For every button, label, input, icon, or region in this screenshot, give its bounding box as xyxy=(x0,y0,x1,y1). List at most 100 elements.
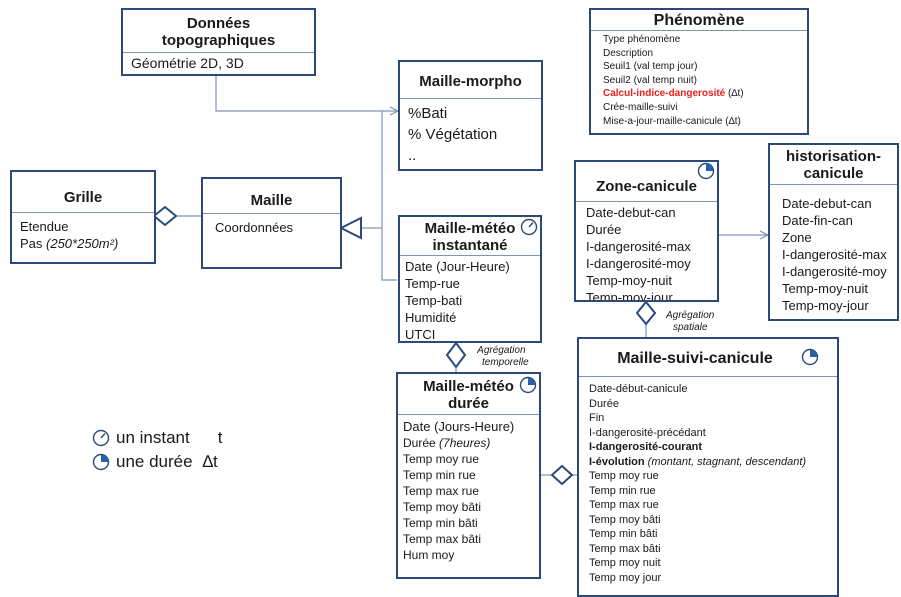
attr-i-evolution-label: I-évolution xyxy=(589,455,645,468)
legend-instant-symbol: t xyxy=(217,428,223,447)
duration-clock-icon xyxy=(801,348,819,366)
attr-temp-max-rue: Temp max rue xyxy=(589,499,659,511)
note-line1: Agrégation xyxy=(477,345,526,356)
attr-temp-moy-bati: Temp moy bâti xyxy=(403,500,482,514)
attr-temp-min-bati: Temp min bâti xyxy=(589,528,658,540)
box-title-line1: Maille-météo xyxy=(423,378,514,395)
attr-i-evolution-values: (montant, stagnant, descendant) xyxy=(644,455,807,468)
method-calcul-indice-label: Calcul-indice-dangerosité xyxy=(603,88,726,100)
legend-duree: une durée ∆t xyxy=(92,452,218,472)
attr-temp-bati: Temp-bati xyxy=(405,293,463,308)
box-grille: Grille Etendue Pas (250*250m²) xyxy=(10,170,156,264)
attr-calcul-indice: Calcul-indice-dangerosité (∆t) xyxy=(603,87,795,101)
box-maille-morpho: Maille-morpho %Bati % Végétation .. xyxy=(398,60,543,171)
attr-vegetation: % Végétation xyxy=(408,126,498,143)
attr-hum-moy: Hum moy xyxy=(403,548,455,562)
attr-fin: Fin xyxy=(589,412,605,424)
attr-date: Date (Jours-Heure) xyxy=(403,419,515,434)
attr-duree-value: (7heures) xyxy=(439,436,491,450)
attr-temp-rue: Temp-rue xyxy=(405,276,460,291)
attr-i-evolution: I-évolution (montant, stagnant, descenda… xyxy=(589,455,827,470)
box-title-line1: historisation- xyxy=(785,148,881,165)
legend-duree-symbol: ∆t xyxy=(202,452,218,471)
legend-instant-label: un instant xyxy=(116,428,190,447)
attr-i-dangerosite-precedant: I-dangerosité-précédant xyxy=(589,426,706,439)
inheritance-triangle-icon xyxy=(338,216,362,240)
attr-bati: %Bati xyxy=(408,105,448,122)
attr-temp-min-rue: Temp min rue xyxy=(403,468,476,482)
attr-temp-moy-jour: Temp-moy-jour xyxy=(782,298,869,313)
box-title: historisation- canicule xyxy=(770,145,897,185)
attr-i-dangerosite-max: I-dangerosité-max xyxy=(782,247,887,262)
box-title-line2: canicule xyxy=(803,165,864,182)
box-maille-meteo-instantane: Maille-météo instantané Date (Jour-Heure… xyxy=(398,215,542,343)
attr-pas: Pas (250*250m²) xyxy=(20,235,146,252)
attr-temp-min-rue: Temp min rue xyxy=(589,484,656,497)
attr-temp-moy-nuit: Temp-moy-nuit xyxy=(782,281,868,296)
attr-temp-max-bati: Temp max bâti xyxy=(403,532,482,546)
attr-duree: Durée xyxy=(589,397,619,410)
attr-date: Date (Jour-Heure) xyxy=(405,259,510,274)
box-title: Maille xyxy=(203,179,340,214)
duration-clock-icon xyxy=(92,453,110,471)
attr-description: Description xyxy=(603,47,654,59)
attr-i-dangerosite-moy: I-dangerosité-moy xyxy=(586,256,691,271)
aggregation-diamond-temporelle xyxy=(445,341,467,369)
attr-duree-label: Durée xyxy=(403,436,440,450)
box-title-line2: durée xyxy=(448,395,489,412)
attr-mise-a-jour: Mise-a-jour-maille-canicule (∆t) xyxy=(603,115,741,127)
box-title: Phénomène xyxy=(591,10,807,31)
attr-i-dangerosite-courant: I-dangerosité-courant xyxy=(589,441,703,453)
box-maille-meteo-duree: Maille-météo durée Date (Jours-Heure) Du… xyxy=(396,372,541,579)
attr-etendue: Etendue xyxy=(20,219,69,234)
attr-temp-moy-rue: Temp moy rue xyxy=(589,470,659,482)
box-title: Grille xyxy=(12,172,154,213)
box-title: Données topographiques xyxy=(123,10,314,53)
box-title: Zone-canicule xyxy=(576,162,717,202)
attr-temp-moy-nuit: Temp-moy-nuit xyxy=(586,273,672,288)
attr-etc: .. xyxy=(408,147,417,164)
box-title: Maille-suivi-canicule xyxy=(579,339,837,377)
aggregation-diamond-spatiale xyxy=(635,300,657,326)
box-title: Maille-météo instantané xyxy=(400,217,540,256)
attr-i-dangerosite-moy: I-dangerosité-moy xyxy=(782,264,887,279)
box-historisation-canicule: historisation- canicule Date-debut-can D… xyxy=(768,143,899,321)
attr-date-debut: Date-début-canicule xyxy=(589,383,688,395)
duration-clock-icon xyxy=(697,162,715,180)
note-agregation-spatiale: Agrégation spatiale xyxy=(666,310,714,334)
note-line1: Agrégation xyxy=(666,310,715,321)
aggregation-diamond-grille xyxy=(152,205,178,227)
attr-humidite: Humidité xyxy=(405,310,457,325)
attr-i-dangerosite-max: I-dangerosité-max xyxy=(586,239,691,254)
attr-type: Type phénomène xyxy=(603,34,681,45)
attr-pas-label: Pas xyxy=(20,236,47,251)
attr-coordonnees: Coordonnées xyxy=(215,220,294,235)
attr-seuil1: Seuil1 (val temp jour) xyxy=(603,61,698,73)
attr-zone: Zone xyxy=(782,230,812,245)
attr-temp-moy-jour: Temp-moy-jour xyxy=(586,290,673,302)
box-title: Maille-météo durée xyxy=(398,374,539,415)
attr-date-debut: Date-debut-can xyxy=(586,205,676,220)
note-line2: spatiale xyxy=(672,322,708,333)
aggregation-diamond-duree-suivi xyxy=(550,464,574,486)
attr-temp-moy-rue: Temp moy rue xyxy=(403,452,480,466)
attr-pas-value: (250*250m²) xyxy=(46,236,119,251)
note-agregation-temporelle: Agrégation temporelle xyxy=(474,345,529,369)
connector-donnees-morpho xyxy=(215,76,397,112)
method-calcul-indice-suffix: (∆t) xyxy=(725,88,744,100)
attr-duree: Durée xyxy=(586,222,622,237)
box-maille-suivi-canicule: Maille-suivi-canicule Date-début-canicul… xyxy=(577,337,839,597)
attr-temp-moy-bati: Temp moy bâti xyxy=(589,513,661,526)
box-zone-canicule: Zone-canicule Date-debut-can Durée I-dan… xyxy=(574,160,719,302)
attr-temp-max-rue: Temp max rue xyxy=(403,484,480,498)
duration-clock-icon xyxy=(519,376,537,394)
legend-instant: un instant t xyxy=(92,428,222,448)
attr-date-fin: Date-fin-can xyxy=(782,213,853,228)
attr-temp-moy-nuit: Temp moy nuit xyxy=(589,557,661,569)
attr-cree-maille: Crée-maille-suivi xyxy=(603,101,678,113)
attr-geometrie: Géométrie 2D, 3D xyxy=(131,55,244,71)
box-phenomene: Phénomène Type phénomène Description Seu… xyxy=(589,8,809,135)
attr-duree: Durée (7heures) xyxy=(403,435,534,451)
attr-temp-min-bati: Temp min bâti xyxy=(403,516,478,530)
instant-clock-icon xyxy=(92,429,110,447)
